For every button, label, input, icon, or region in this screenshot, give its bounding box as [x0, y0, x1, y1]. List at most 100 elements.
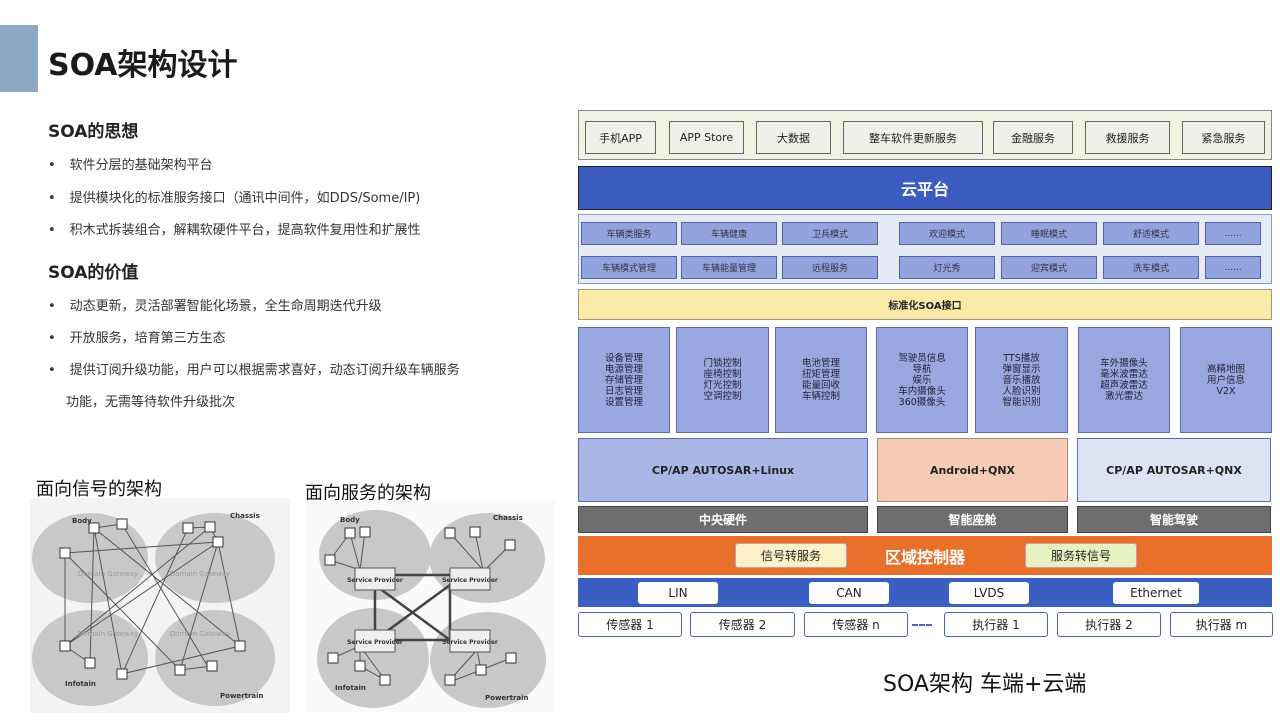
service-box: 车辆健康 [681, 222, 777, 245]
actuator-box: 执行器 1 [944, 612, 1048, 637]
bullet: 提供订阅升级功能，用户可以根据需求喜好，动态订阅升级车辆服务 [48, 359, 460, 378]
bus-ethernet: Ethernet [1113, 582, 1199, 604]
diagram-caption: SOA架构 车端+云端 [883, 672, 1087, 697]
hardware-cockpit: 智能座舱 [877, 506, 1068, 533]
module-item: TTS播放 [1003, 352, 1040, 364]
module-item: 激光雷达 [1104, 391, 1143, 402]
actuator-box: 执行器 m [1170, 612, 1273, 637]
os-adas: CP/AP AUTOSAR+QNX [1077, 438, 1271, 502]
service-box: 车辆模式管理 [581, 256, 677, 279]
module-item: 扭矩管理 [801, 369, 840, 380]
provider-label: Service Provider [442, 577, 498, 584]
module-item: 车内摄像头 [898, 385, 946, 397]
bus-can: CAN [809, 582, 889, 604]
function-module: 电池管理扭矩管理能量回收车辆控制 [775, 327, 867, 433]
gateway-label: Domain Gateway [78, 630, 138, 638]
provider-label: Service Provider [442, 639, 498, 646]
soa-interface: 标准化SOA接口 [578, 289, 1272, 320]
bullet: 开放服务，培育第三方生态 [48, 327, 226, 346]
service-box: 迎宾模式 [1001, 256, 1097, 279]
bus-lin: LIN [638, 582, 718, 604]
module-item: 能量回收 [801, 380, 840, 391]
service-box: 舒适模式 [1103, 222, 1199, 245]
function-module: 设备管理电源管理存储管理日志管理设置管理 [578, 327, 670, 433]
service-box: 车辆类服务 [581, 222, 677, 245]
module-item: 设备管理 [604, 352, 643, 364]
service-box: 车辆能量管理 [681, 256, 777, 279]
gateway-label: Domain Gateway [170, 570, 230, 578]
value-heading: SOA的价值 [48, 263, 139, 283]
domain-label: Body [72, 517, 92, 525]
module-item: 灯光控制 [703, 380, 742, 391]
module-item: 驾驶员信息 [898, 352, 946, 364]
module-item: V2X [1216, 385, 1236, 397]
module-item: 车外摄像头 [1100, 358, 1148, 369]
module-item: 门锁控制 [703, 358, 742, 369]
module-item: 娱乐 [912, 374, 932, 386]
actuator-box: 执行器 2 [1057, 612, 1161, 637]
module-item: 高精地图 [1206, 363, 1245, 375]
bullet: 动态更新，灵活部署智能化场景，全生命周期迭代升级 [48, 295, 382, 314]
service-to-signal: 服务转信号 [1025, 543, 1137, 568]
title-accent-bar [0, 25, 38, 92]
signal-to-service: 信号转服务 [735, 543, 847, 568]
module-item: 智能识别 [1002, 396, 1041, 408]
bus-lvds: LVDS [949, 582, 1029, 604]
domain-label: Chassis [493, 514, 523, 522]
ellipsis-dash [912, 624, 932, 626]
provider-label: Service Provider [347, 639, 403, 646]
gateway-label: Domain Gateway [78, 570, 138, 578]
hardware-central: 中央硬件 [578, 506, 868, 533]
domain-label: Infotain [65, 680, 96, 688]
bullet-continuation: 功能，无需等待软件升级批次 [66, 395, 236, 410]
function-module: 车外摄像头毫米波雷达超声波雷达激光雷达 [1078, 327, 1170, 433]
domain-label: Chassis [230, 512, 260, 520]
app-box: 救援服务 [1085, 121, 1170, 154]
bullet: 积木式拆装组合，解耦软硬件平台，提高软件复用性和扩展性 [48, 219, 421, 238]
domain-label: Infotain [335, 684, 366, 692]
page-title: SOA架构设计 [48, 48, 238, 83]
module-item: 导航 [912, 363, 932, 375]
module-item: 电池管理 [801, 358, 840, 369]
bullet: 软件分层的基础架构平台 [48, 154, 213, 173]
service-arch-title: 面向服务的架构 [305, 483, 431, 504]
service-box: 灯光秀 [899, 256, 995, 279]
domain-label: Powertrain [485, 694, 529, 702]
domain-label: Body [340, 516, 360, 524]
sensor-box: 传感器 n [804, 612, 908, 637]
cloud-platform: 云平台 [578, 166, 1272, 210]
os-cockpit: Android+QNX [877, 438, 1068, 502]
app-box: 手机APP [585, 121, 656, 154]
service-box: ...... [1205, 222, 1261, 245]
module-item: 超声波雷达 [1100, 380, 1148, 391]
module-item: 毫米波雷达 [1100, 369, 1148, 380]
module-item: 弹窗显示 [1002, 363, 1041, 375]
gateway-label: Domain Gateway [170, 630, 230, 638]
module-item: 音乐播放 [1002, 374, 1041, 386]
module-item: 座椅控制 [703, 369, 742, 380]
module-item: 电源管理 [604, 363, 643, 375]
service-box: 远程服务 [782, 256, 878, 279]
app-box: 紧急服务 [1182, 121, 1265, 154]
app-box: 金融服务 [993, 121, 1073, 154]
module-item: 设置管理 [604, 396, 643, 408]
hardware-adas: 智能驾驶 [1077, 506, 1271, 533]
thought-heading: SOA的思想 [48, 122, 139, 142]
sensor-box: 传感器 2 [690, 612, 795, 637]
module-item: 存储管理 [604, 374, 643, 386]
app-box: 整车软件更新服务 [843, 121, 983, 154]
module-item: 车辆控制 [801, 391, 840, 402]
service-box: 欢迎模式 [899, 222, 995, 245]
service-box: ...... [1205, 256, 1261, 279]
sensor-box: 传感器 1 [578, 612, 682, 637]
module-item: 360摄像头 [898, 396, 946, 408]
module-item: 空调控制 [703, 391, 742, 402]
app-box: 大数据 [756, 121, 831, 154]
provider-label: Service Provider [347, 577, 403, 584]
module-item: 用户信息 [1206, 374, 1245, 386]
function-module: TTS播放弹窗显示音乐播放人脸识别智能识别 [975, 327, 1068, 433]
